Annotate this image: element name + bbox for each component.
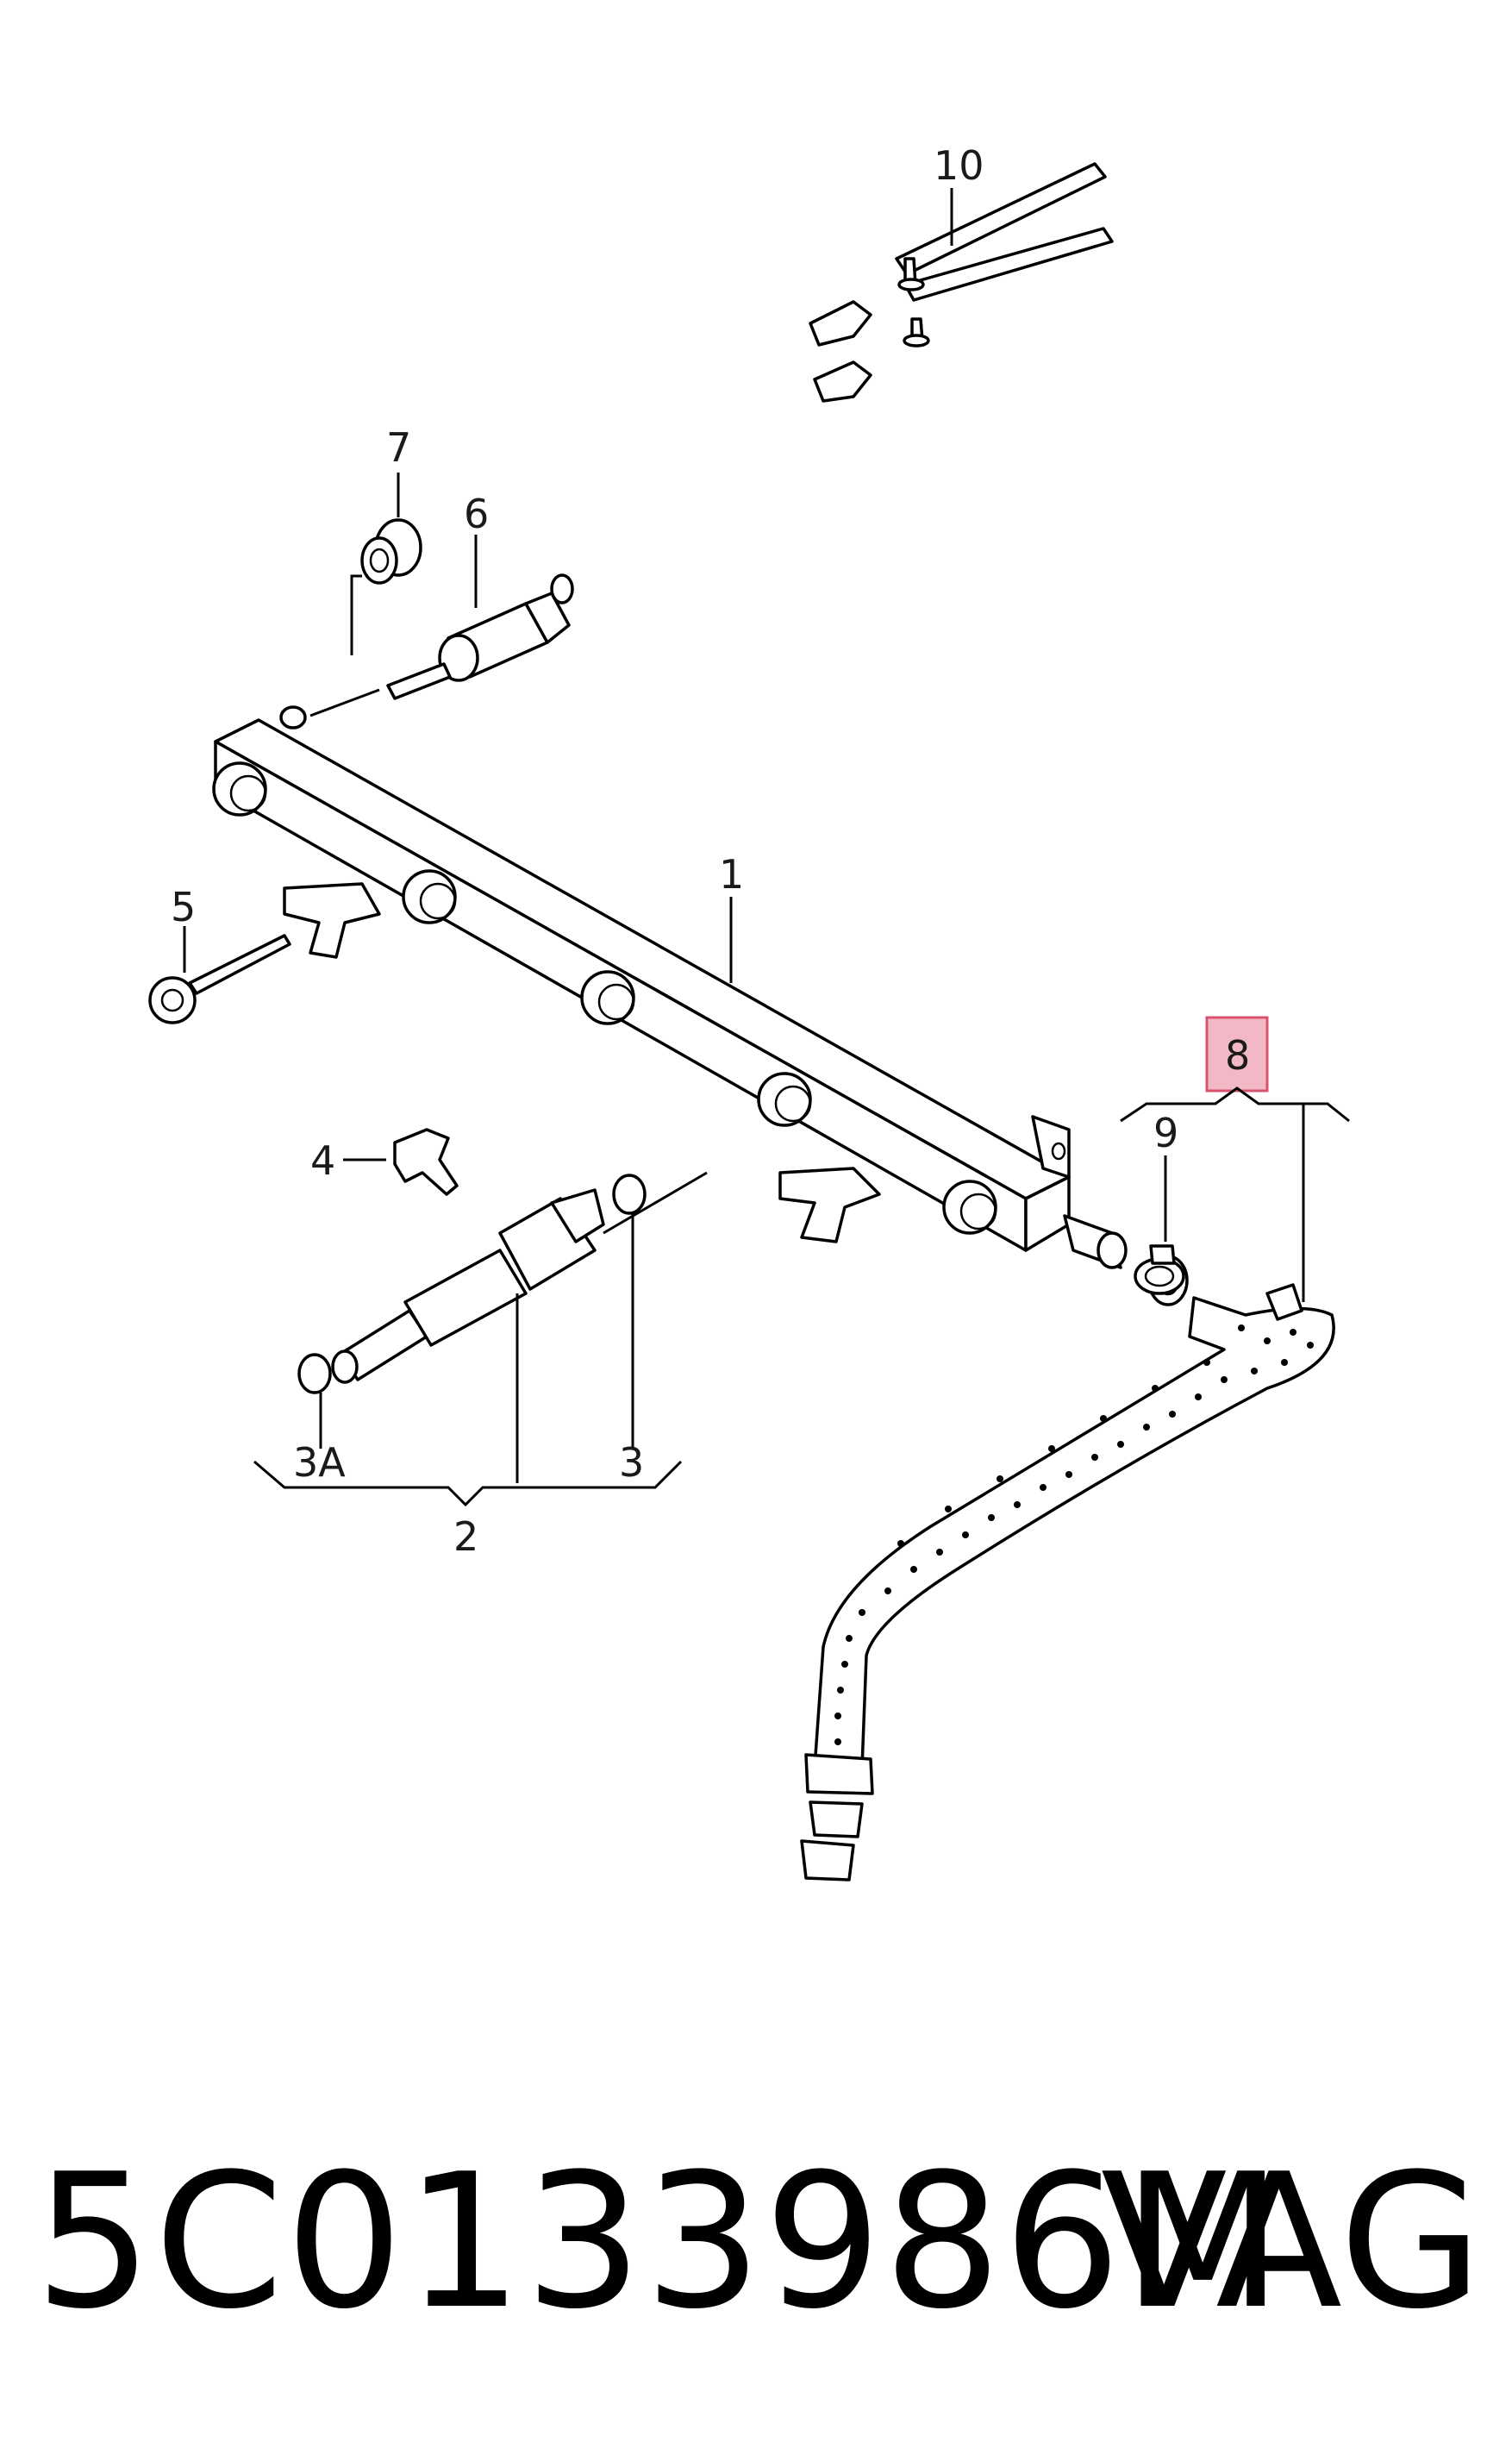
callout-8-highlight: [1205, 1016, 1269, 1093]
callout-3a: 3A: [293, 1439, 346, 1486]
callout-7: 7: [386, 424, 411, 471]
callout-1: 1: [719, 851, 744, 898]
callout-5: 5: [171, 884, 196, 930]
callout-8: 8: [1225, 1032, 1250, 1079]
pressure-sender-part-6: [386, 535, 574, 700]
callout-9: 9: [1153, 1110, 1178, 1156]
brand-name: VAG: [1100, 2133, 1483, 2350]
screw-part-5: [148, 926, 291, 1024]
hose-clamp-part-9: [1134, 1155, 1185, 1295]
o-ring-part-3: [612, 1174, 647, 1215]
retaining-clip-part-4: [343, 1128, 459, 1196]
callout-4: 4: [310, 1137, 335, 1184]
group-bracket-2: [253, 1460, 683, 1507]
seal-cap-part-7: [350, 473, 422, 655]
fuel-rail-part-1: [212, 705, 1128, 1269]
part-number: 5C0133986M: [34, 2133, 1284, 2350]
footer: 5C0133986M VAG: [34, 2130, 1483, 2354]
callout-3: 3: [619, 1439, 644, 1486]
o-ring-part-3a: [297, 1353, 332, 1394]
callout-2: 2: [453, 1513, 478, 1560]
fuel-hose-part-8: [800, 1255, 1335, 1882]
callout-6: 6: [464, 491, 489, 537]
callout-10: 10: [934, 142, 984, 189]
cable-ties-part-10: [809, 162, 1114, 403]
injector-part-2: [331, 1171, 708, 1483]
group-bracket-8: [1120, 1086, 1350, 1123]
